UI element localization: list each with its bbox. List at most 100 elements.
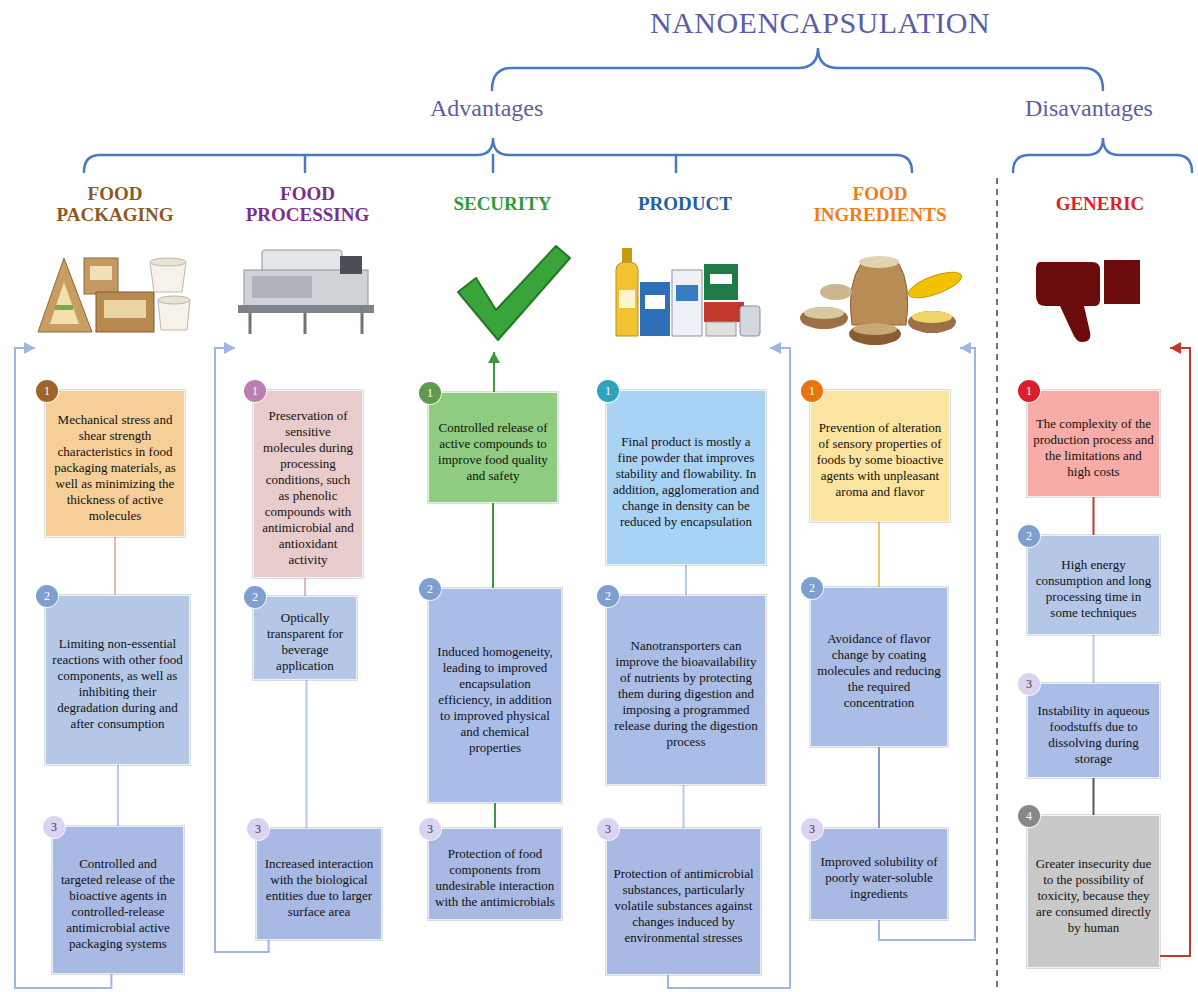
machine-icon — [361, 313, 364, 334]
category-title: GENERIC — [1035, 193, 1165, 214]
category-header: FOOD PACKAGING — [35, 183, 195, 355]
text-box: Instability in aqueous foodstuffs due to… — [1027, 683, 1160, 778]
connector — [495, 803, 496, 828]
bracket — [305, 155, 676, 172]
products-icon — [640, 282, 670, 336]
connector-line — [1093, 635, 1095, 683]
box-text: Protection of antimicrobial substances, … — [612, 866, 755, 946]
callout-number: 3 — [247, 818, 269, 840]
box-text: Increased interaction with the biologica… — [262, 856, 376, 920]
category-title: PRODUCT — [610, 193, 760, 214]
section-label: Disavantages — [1025, 95, 1153, 122]
text-box: Mechanical stress and shear strength cha… — [45, 390, 185, 537]
connector-line — [878, 522, 880, 587]
connector — [1160, 342, 1190, 956]
products-icon — [676, 285, 698, 301]
bracket — [492, 48, 1103, 90]
connector-line — [1093, 778, 1095, 815]
text-box: High energy consumption and long process… — [1027, 535, 1160, 635]
products-icon — [616, 248, 760, 336]
text-box: Greater insecurity due to the possibilit… — [1027, 815, 1160, 968]
box-text: Nanotransporters can improve the bioavai… — [612, 638, 760, 750]
box-text: Optically transparent for beverage appli… — [259, 610, 351, 674]
callout-number: 3 — [801, 818, 823, 840]
products-icon — [645, 295, 665, 309]
arrow-head — [1170, 342, 1181, 354]
box-text: Induced homogeneity, leading to improved… — [434, 644, 556, 756]
arrow-head — [960, 342, 971, 354]
text-box: Induced homogeneity, leading to improved… — [428, 588, 562, 803]
text-box: Preservation of sensitive molecules duri… — [253, 390, 363, 578]
grains-icon — [850, 262, 907, 325]
text-box: The complexity of the production process… — [1027, 390, 1160, 497]
category-title: SECURITY — [433, 193, 573, 214]
callout-number: 2 — [801, 577, 823, 599]
text-box: Limiting non-essential reactions with ot… — [45, 595, 190, 765]
grains-icon — [849, 323, 901, 345]
machine-icon — [238, 305, 374, 313]
thumbs-down-icon — [1036, 262, 1100, 342]
connector-line — [683, 785, 685, 828]
bracket — [84, 138, 912, 172]
callout-number: 1 — [244, 380, 266, 402]
callout-number: 2 — [419, 578, 441, 600]
text-box: Nanotransporters can improve the bioavai… — [606, 595, 766, 785]
packaging-icon — [55, 305, 73, 310]
bracket — [1013, 138, 1192, 172]
connector — [306, 680, 307, 828]
grains-icon — [908, 311, 956, 333]
products-icon — [740, 306, 760, 336]
connector — [493, 503, 494, 588]
connector-line — [492, 503, 494, 588]
text-box: Protection of antimicrobial substances, … — [606, 828, 761, 975]
box-text: Improved solubility of poorly water-solu… — [816, 854, 942, 902]
connector-line — [685, 565, 687, 595]
products-icon — [710, 274, 732, 284]
box-text: Final product is mostly a fine powder th… — [612, 434, 760, 530]
connector-line — [1160, 348, 1190, 956]
packaging-icon — [96, 292, 154, 332]
connector — [879, 747, 880, 828]
connector — [118, 765, 119, 826]
text-box: Protection of food components from undes… — [428, 828, 562, 920]
box-text: Limiting non-essential reactions with ot… — [51, 636, 184, 732]
machine-icon — [244, 270, 368, 306]
grains-icon — [853, 323, 897, 335]
callout-number: 1 — [597, 380, 619, 402]
machine-icon — [249, 313, 252, 334]
thumbs-down-icon — [1104, 260, 1140, 304]
box-text: Greater insecurity due to the possibilit… — [1033, 856, 1154, 936]
callout-number: 3 — [419, 818, 441, 840]
grains-icon — [804, 307, 844, 319]
bracket — [84, 48, 1192, 172]
connector — [1093, 778, 1094, 815]
machine-icon — [304, 313, 307, 334]
category-header: SECURITY — [430, 183, 575, 352]
box-text: Instability in aqueous foodstuffs due to… — [1033, 703, 1154, 767]
box-text: Controlled release of active compounds t… — [434, 420, 552, 484]
callout-number: 1 — [1018, 380, 1040, 402]
connector — [879, 522, 880, 587]
packaging-icon — [90, 266, 112, 280]
connector — [1093, 635, 1094, 683]
arrow-head — [224, 342, 235, 354]
grains-icon — [820, 284, 852, 300]
callout-number: 1 — [801, 380, 823, 402]
connector — [686, 565, 687, 595]
grains-icon — [859, 256, 899, 268]
callout-number: 1 — [419, 382, 441, 404]
connector-line — [306, 680, 308, 828]
checkmark-icon — [458, 246, 570, 340]
callout-number: 3 — [1018, 673, 1040, 695]
connector-line — [117, 765, 119, 826]
category-header: FOOD INGREDIENTS — [800, 183, 960, 355]
packaging-icon — [104, 300, 146, 318]
text-box: Avoidance of flavor change by coating mo… — [810, 587, 948, 747]
products-icon — [706, 322, 736, 336]
callout-number: 2 — [244, 586, 266, 608]
callout-number: 3 — [597, 818, 619, 840]
connector-line — [878, 747, 880, 828]
grains-icon — [912, 311, 952, 323]
